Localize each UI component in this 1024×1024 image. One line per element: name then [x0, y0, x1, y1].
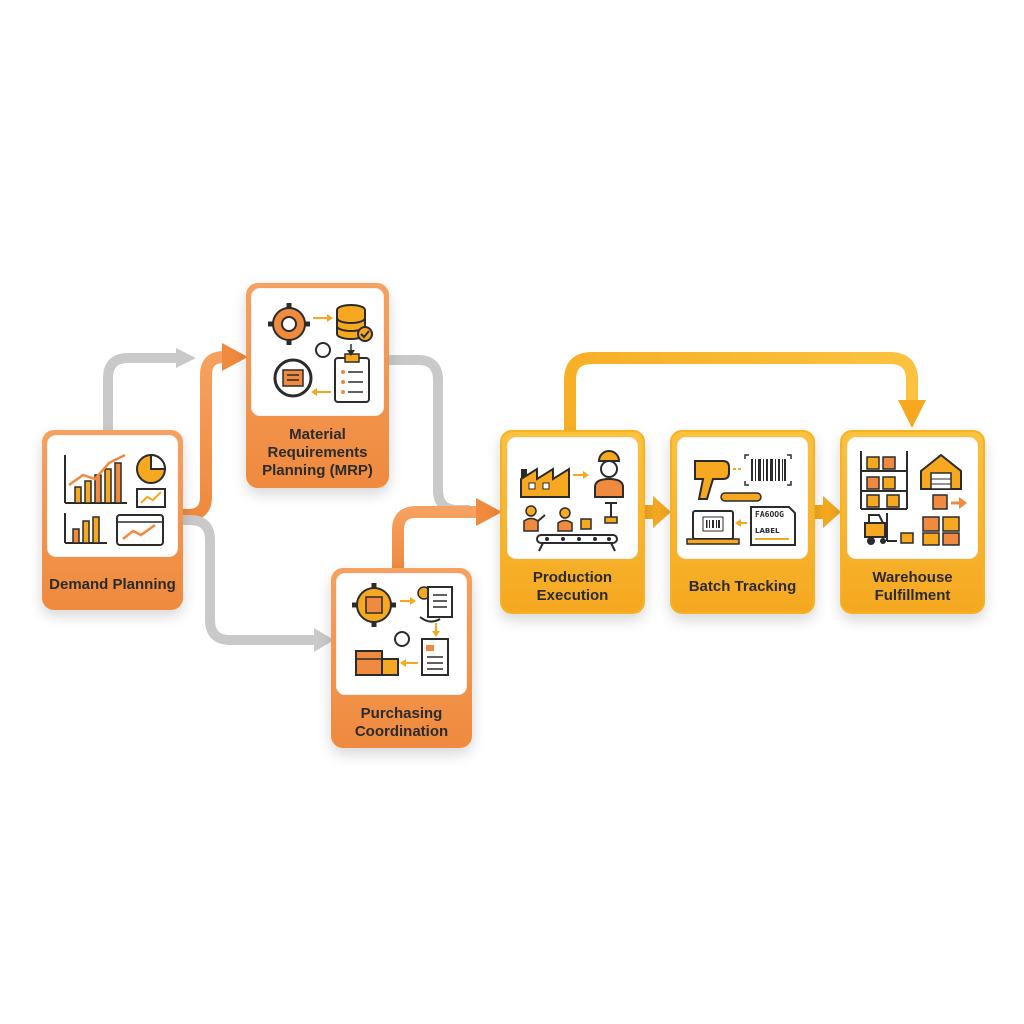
factory-workers-conveyor-icon [520, 450, 624, 552]
arrow-demand-to-mrp-gray [103, 348, 196, 435]
warehouse-panel [847, 437, 978, 559]
step-mrp: Material Requirements Planning (MRP) [246, 283, 389, 488]
arrow-mrp-to-production [389, 355, 470, 515]
arrow-demand-to-mrp-orange [183, 343, 248, 521]
arrow-demand-to-purchasing [183, 515, 334, 652]
arrow-purchasing-to-production [392, 498, 502, 568]
step-warehouse-fulfillment: Warehouse Fulfillment [840, 430, 985, 614]
step-purchasing-coordination: Purchasing Coordination [331, 568, 472, 748]
step-production-execution: Production Execution [500, 430, 645, 614]
arrow-production-to-batch [641, 496, 671, 528]
demand-panel [47, 435, 178, 557]
batch-label: Batch Tracking [688, 578, 797, 595]
arrow-production-to-warehouse [564, 352, 926, 430]
production-panel [507, 437, 638, 559]
demand-planning-label: Demand Planning [49, 576, 176, 593]
gear-supplier-documents-icon [352, 583, 453, 676]
batch-label-text: LABEL [755, 527, 780, 535]
mrp-label: Material Requirements Planning (MRP) [262, 426, 373, 479]
batch-tag-text: FA6OOG [755, 510, 784, 519]
production-label: Production Execution [532, 569, 613, 604]
warehouse-label: Warehouse Fulfillment [872, 569, 953, 604]
mrp-panel [251, 288, 384, 416]
arrow-batch-to-warehouse [811, 496, 841, 528]
purchasing-label: Purchasing Coordination [354, 705, 449, 740]
step-demand-planning: Demand Planning [42, 430, 183, 610]
batch-panel: FA6OOG LABEL [677, 437, 808, 559]
analytics-charts-icon [64, 453, 167, 546]
gears-database-clipboard-icon [268, 303, 373, 403]
shelves-forklift-boxes-icon [860, 451, 967, 546]
step-batch-tracking: FA6OOG LABEL Batch Tracking [670, 430, 815, 614]
purchasing-panel [336, 573, 467, 695]
barcode-scanner-label-icon: FA6OOG LABEL [686, 454, 796, 546]
